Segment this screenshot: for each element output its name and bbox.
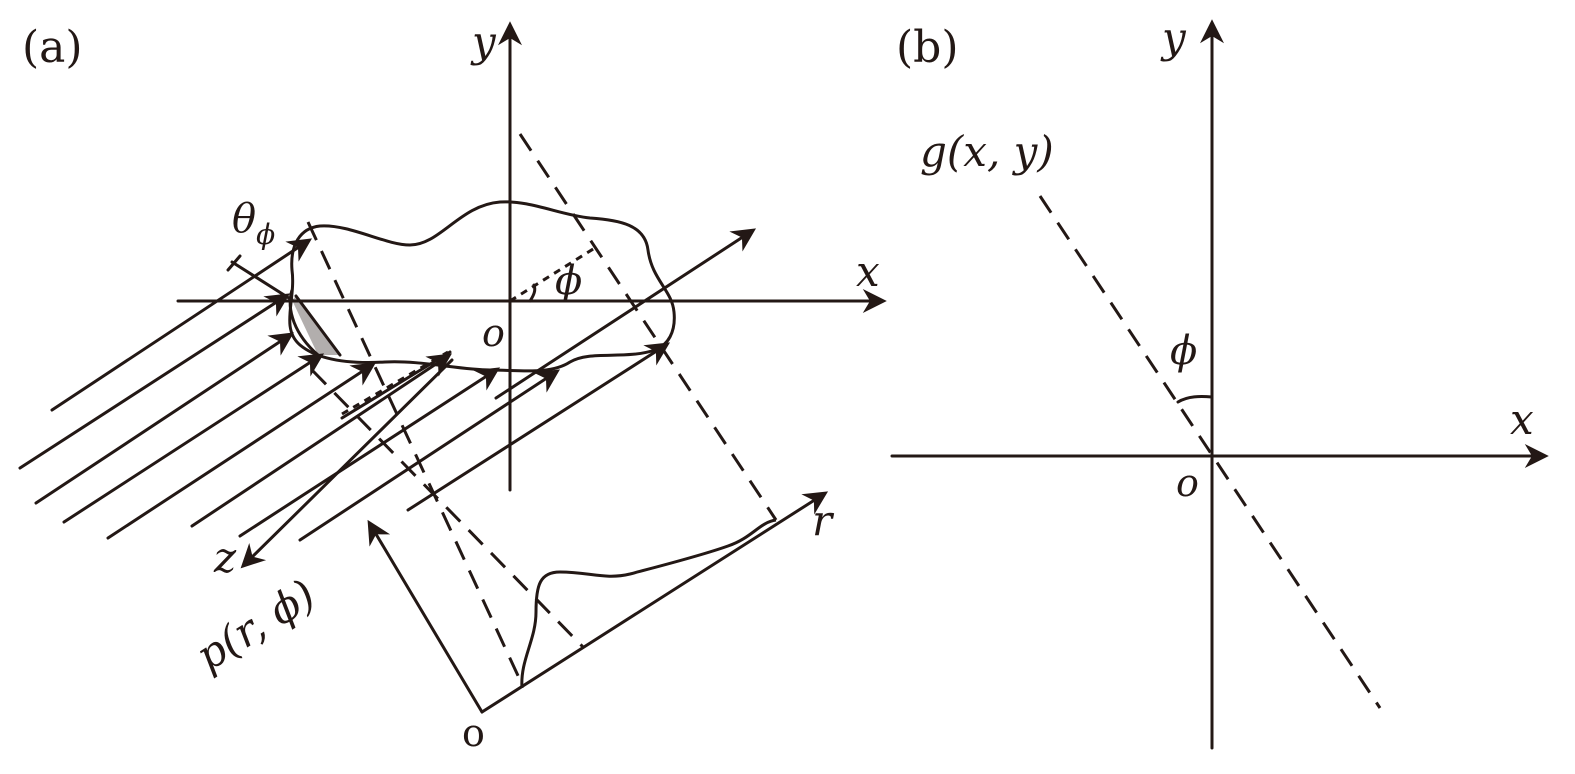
b-phi-arc bbox=[1176, 395, 1214, 404]
theta-tick bbox=[226, 254, 242, 272]
panel-a-label: (a) bbox=[22, 22, 83, 73]
z-axis-label: z bbox=[213, 533, 237, 582]
ray-1 bbox=[50, 238, 313, 412]
ray-7 bbox=[238, 367, 501, 538]
theta-label: θϕ bbox=[232, 196, 275, 251]
projection-origin-label: o bbox=[462, 711, 485, 755]
function-label: g(x, y) bbox=[920, 127, 1054, 176]
r-axis bbox=[480, 491, 829, 714]
object-outline bbox=[288, 200, 676, 373]
r-axis-label: r bbox=[812, 496, 835, 545]
phi-ray bbox=[509, 244, 599, 303]
projection-dash-left bbox=[306, 221, 522, 681]
ray-2 bbox=[18, 293, 291, 470]
origin-label: o bbox=[482, 311, 505, 355]
panel-b-label: (b) bbox=[896, 22, 959, 73]
incident-rays bbox=[18, 228, 757, 542]
phi-label: ϕ bbox=[555, 258, 582, 304]
ray-3 bbox=[34, 332, 295, 505]
hatched-region bbox=[288, 289, 342, 357]
b-dashed-line bbox=[1038, 195, 1382, 709]
projection-dash-right bbox=[518, 133, 778, 521]
b-x-axis-label: x bbox=[1510, 395, 1534, 444]
b-y-axis-label: y bbox=[1160, 13, 1187, 62]
theta-bracket bbox=[230, 260, 294, 302]
b-phi-label: ϕ bbox=[1170, 328, 1197, 374]
theta-symbol: θ bbox=[232, 196, 256, 242]
ray-10 bbox=[494, 228, 757, 400]
panel-a: (a) y x o θϕ ϕ bbox=[18, 17, 887, 755]
z-axis-branch bbox=[340, 350, 452, 420]
theta-subscript: ϕ bbox=[256, 218, 275, 251]
ray-4 bbox=[62, 353, 325, 524]
projection-vertical-axis bbox=[367, 519, 484, 714]
z-axis bbox=[240, 358, 454, 569]
b-origin-label: o bbox=[1176, 461, 1199, 505]
projection-profile bbox=[520, 518, 777, 689]
ray-5 bbox=[106, 362, 377, 540]
ray-8 bbox=[298, 369, 561, 542]
y-axis-label: y bbox=[470, 17, 497, 66]
ray-6 bbox=[190, 353, 452, 528]
ray-9 bbox=[406, 342, 671, 512]
projection-dash-mid bbox=[310, 368, 586, 650]
x-axis-label: x bbox=[856, 247, 880, 296]
panel-b: (b) y x o ϕ g(x, y) bbox=[890, 13, 1549, 750]
projection-label: p(r, ϕ) bbox=[187, 570, 324, 681]
